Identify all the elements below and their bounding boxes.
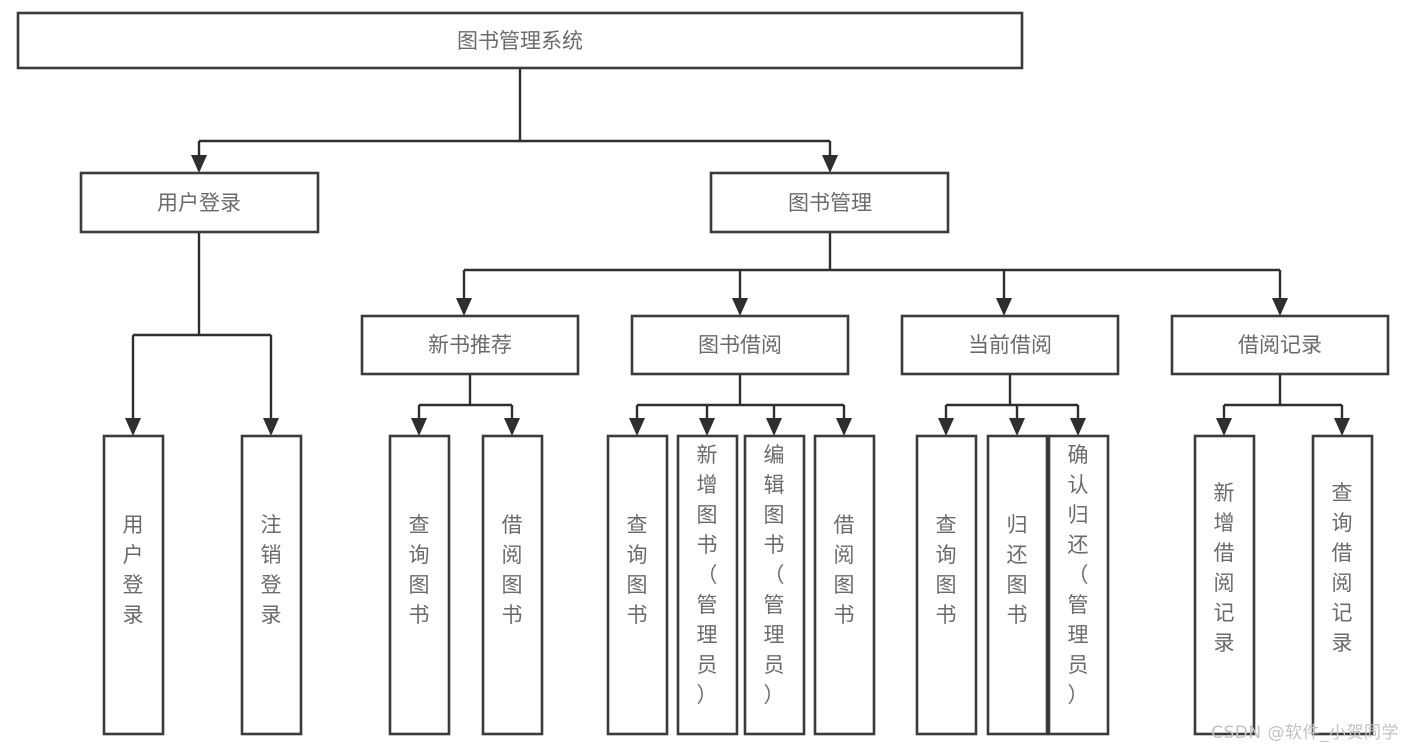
node-leaf-confirm-return[interactable]: 确认归还（管理员） (1047, 434, 1110, 736)
node-leaf-query-record[interactable]: 查询借阅记录 (1311, 434, 1374, 736)
node-leaf-edit-book-box[interactable] (743, 434, 806, 736)
node-leaf-confirm-return-box[interactable] (1047, 434, 1110, 736)
arrowhead-new-book-rec (456, 298, 472, 316)
node-leaf-borrow-book-1-box[interactable] (481, 434, 544, 736)
node-leaf-edit-book[interactable]: 编辑图书（管理员） (743, 434, 806, 736)
node-leaf-add-record[interactable]: 新增借阅记录 (1193, 434, 1256, 736)
node-book-borrow[interactable]: 图书借阅 (630, 314, 850, 376)
node-leaf-add-book-box[interactable] (676, 434, 739, 736)
node-leaf-logout-box[interactable] (240, 434, 303, 736)
arrowhead-leaf-query-book-1 (411, 418, 427, 436)
node-borrow-record-box[interactable] (1170, 314, 1390, 376)
node-book-manage[interactable]: 图书管理 (709, 171, 950, 234)
arrowhead-book-borrow (732, 298, 748, 316)
arrowhead-current-borrow (996, 298, 1012, 316)
node-leaf-return-book[interactable]: 归还图书 (986, 434, 1049, 736)
node-leaf-add-book[interactable]: 新增图书（管理员） (676, 434, 739, 736)
node-leaf-query-book-1-box[interactable] (388, 434, 451, 736)
node-leaf-borrow-book-1-label: 借阅图书 (502, 513, 523, 627)
node-book-manage-label: 图书管理 (788, 191, 872, 215)
node-leaf-borrow-book-2[interactable]: 借阅图书 (813, 434, 876, 736)
node-book-manage-box[interactable] (709, 171, 950, 234)
node-root-label: 图书管理系统 (457, 29, 583, 53)
node-leaf-user-login[interactable]: 用户登录 (102, 434, 165, 736)
node-user-login[interactable]: 用户登录 (79, 171, 320, 234)
arrowhead-leaf-borrow-book-1 (504, 418, 520, 436)
node-leaf-return-book-box[interactable] (986, 434, 1049, 736)
node-current-borrow-label: 当前借阅 (968, 333, 1052, 357)
node-leaf-confirm-return-label: 确认归还（管理员） (1068, 443, 1089, 707)
node-leaf-query-book-2-label: 查询图书 (627, 513, 648, 627)
node-leaf-query-record-box[interactable] (1311, 434, 1374, 736)
arrowhead-leaf-query-record (1334, 418, 1350, 436)
node-leaf-query-book-1[interactable]: 查询图书 (388, 434, 451, 736)
node-leaf-query-record-label: 查询借阅记录 (1332, 481, 1353, 655)
arrowhead-leaf-query-book-3 (938, 418, 954, 436)
node-book-borrow-box[interactable] (630, 314, 850, 376)
node-root-box[interactable] (16, 11, 1024, 70)
node-leaf-user-login-label: 用户登录 (123, 513, 144, 627)
node-leaf-query-book-2-box[interactable] (606, 434, 669, 736)
edges-layer (125, 68, 1350, 436)
arrowhead-leaf-borrow-book-2 (836, 418, 852, 436)
arrowhead-leaf-edit-book (766, 418, 782, 436)
node-leaf-query-book-3-box[interactable] (915, 434, 978, 736)
node-leaf-edit-book-label: 编辑图书（管理员） (764, 443, 785, 707)
node-new-book-rec[interactable]: 新书推荐 (360, 314, 580, 376)
node-borrow-record-label: 借阅记录 (1238, 333, 1322, 357)
node-leaf-borrow-book-1[interactable]: 借阅图书 (481, 434, 544, 736)
arrowhead-borrow-record (1272, 298, 1288, 316)
arrowhead-user-login (191, 155, 207, 173)
node-leaf-query-book-3[interactable]: 查询图书 (915, 434, 978, 736)
arrowhead-leaf-query-book-2 (629, 418, 645, 436)
node-leaf-user-login-box[interactable] (102, 434, 165, 736)
node-leaf-query-book-2[interactable]: 查询图书 (606, 434, 669, 736)
node-root[interactable]: 图书管理系统 (16, 11, 1024, 70)
node-current-borrow[interactable]: 当前借阅 (900, 314, 1120, 376)
node-user-login-box[interactable] (79, 171, 320, 234)
node-book-borrow-label: 图书借阅 (698, 333, 782, 357)
node-leaf-add-record-box[interactable] (1193, 434, 1256, 736)
node-leaf-logout[interactable]: 注销登录 (240, 434, 303, 736)
node-leaf-add-book-label: 新增图书（管理员） (697, 443, 718, 707)
arrowhead-leaf-user-login (125, 418, 141, 436)
node-new-book-rec-box[interactable] (360, 314, 580, 376)
node-new-book-rec-label: 新书推荐 (428, 333, 512, 357)
csdn-watermark: CSDN @软件_小贺同学 (1211, 723, 1399, 743)
node-user-login-label: 用户登录 (157, 191, 241, 215)
arrowhead-leaf-return-book (1009, 418, 1025, 436)
arrowhead-leaf-add-record (1216, 418, 1232, 436)
node-leaf-query-book-3-label: 查询图书 (936, 513, 957, 627)
node-leaf-query-book-1-label: 查询图书 (409, 513, 430, 627)
node-current-borrow-box[interactable] (900, 314, 1120, 376)
arrowhead-leaf-add-book (699, 418, 715, 436)
arrowhead-book-manage (822, 155, 838, 173)
arrowhead-leaf-confirm-return (1070, 418, 1086, 436)
node-leaf-borrow-book-2-label: 借阅图书 (834, 513, 855, 627)
arrowhead-leaf-logout (263, 418, 279, 436)
node-leaf-add-record-label: 新增借阅记录 (1214, 481, 1235, 655)
node-borrow-record[interactable]: 借阅记录 (1170, 314, 1390, 376)
node-leaf-return-book-label: 归还图书 (1007, 513, 1028, 627)
node-leaf-borrow-book-2-box[interactable] (813, 434, 876, 736)
node-leaf-logout-label: 注销登录 (261, 513, 282, 627)
